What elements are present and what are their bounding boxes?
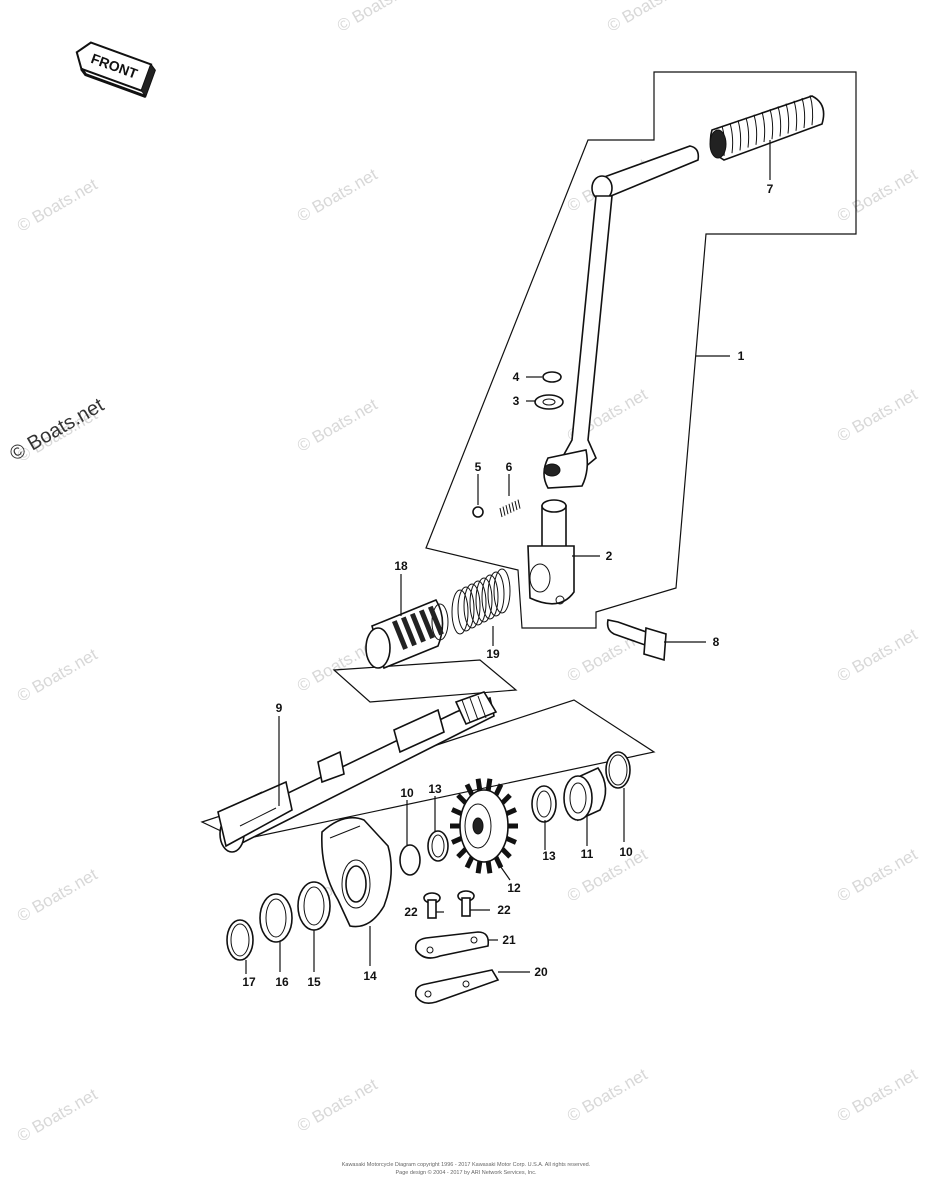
circlip-part-4	[542, 371, 562, 383]
callout-10-right: 10	[619, 845, 633, 859]
washer-part-3	[534, 394, 564, 410]
watermark-layer: © Boats.net © Boats.net © Boats.net © Boats…	[6, 0, 921, 1146]
circlip-part-10-right	[605, 751, 631, 789]
watermark-text: © Boats.net	[564, 1065, 651, 1126]
callout-12: 12	[507, 881, 521, 895]
watermark-text: © Boats.net	[834, 165, 921, 226]
watermark-text-dark: © Boats.net	[6, 394, 108, 466]
spring-part-6	[499, 499, 521, 518]
guide-plate-part-21	[414, 931, 490, 959]
needle-bearing-part-18	[365, 599, 449, 670]
bolt-part-22-right	[457, 890, 475, 917]
callout-21: 21	[502, 933, 516, 947]
kick-pedal-pivot-part-2	[527, 499, 575, 605]
ratchet-group-outline	[332, 659, 518, 703]
kick-pedal-arm	[543, 145, 700, 489]
watermark-text: © Boats.net	[14, 645, 101, 706]
callout-13-left: 13	[428, 782, 442, 796]
callout-2: 2	[606, 549, 613, 563]
kick-pedal-assembly-outline	[425, 71, 857, 629]
kick-shaft-part-9	[217, 691, 498, 853]
watermark-text: © Boats.net	[834, 845, 921, 906]
watermark-text: © Boats.net	[834, 385, 921, 446]
callout-8: 8	[713, 635, 720, 649]
callout-5: 5	[475, 460, 482, 474]
front-arrow-badge: FRONT	[75, 41, 156, 98]
callout-15: 15	[307, 975, 321, 989]
watermark-text: © Boats.net	[14, 175, 101, 236]
kick-pedal-grip-rubber	[709, 95, 825, 161]
watermark-text: © Boats.net	[604, 0, 691, 36]
kick-gear-part-12	[450, 778, 518, 874]
watermark-text: © Boats.net	[834, 625, 921, 686]
bolt-part-8	[606, 619, 667, 662]
callout-17: 17	[242, 975, 256, 989]
callout-4: 4	[513, 370, 520, 384]
callout-7: 7	[767, 182, 774, 196]
callout-13-right: 13	[542, 849, 556, 863]
copyright-line-2: Page design © 2004 - 2017 by ARI Network…	[395, 1169, 536, 1176]
callout-22-left: 22	[404, 905, 418, 919]
callout-6: 6	[506, 460, 513, 474]
ratchet-part-14	[321, 816, 392, 928]
callout-19: 19	[486, 647, 500, 661]
callout-leader-lines	[245, 140, 771, 974]
callout-labels: 1 2 3 4 5 6 7 8 9 10 10 11 12 13 13 14 1…	[242, 182, 773, 989]
callout-16: 16	[275, 975, 289, 989]
washer-part-13-left	[427, 830, 449, 862]
circlip-part-10-left	[399, 844, 421, 876]
watermark-text: © Boats.net	[334, 0, 421, 36]
watermark-text: © Boats.net	[294, 395, 381, 456]
washer-part-13-right	[531, 785, 557, 823]
callout-9: 9	[276, 701, 283, 715]
callout-20: 20	[534, 965, 548, 979]
watermark-text: © Boats.net	[14, 1085, 101, 1146]
washer-part-16	[259, 893, 293, 943]
callout-11: 11	[581, 847, 594, 861]
watermark-text: © Boats.net	[294, 1075, 381, 1136]
steel-ball-part-5	[472, 506, 484, 518]
copyright-line-1: Kawasaki Motorcycle Diagram copyright 19…	[342, 1162, 591, 1168]
watermark-text: © Boats.net	[294, 165, 381, 226]
watermark-text: © Boats.net	[834, 1065, 921, 1126]
callout-22-right: 22	[497, 903, 511, 917]
watermark-text: © Boats.net	[14, 865, 101, 926]
stopper-plate-part-20	[414, 969, 500, 1004]
bolt-part-22-left	[423, 892, 441, 919]
ring-part-15	[297, 881, 331, 931]
bushing-part-11	[563, 766, 607, 822]
watermark-text: © Boats.net	[564, 845, 651, 906]
callout-18: 18	[394, 559, 408, 573]
callout-14: 14	[363, 969, 377, 983]
callout-1: 1	[738, 349, 745, 363]
callout-10-left: 10	[400, 786, 414, 800]
kick-spring-part-19	[451, 568, 511, 635]
callout-3: 3	[513, 394, 520, 408]
